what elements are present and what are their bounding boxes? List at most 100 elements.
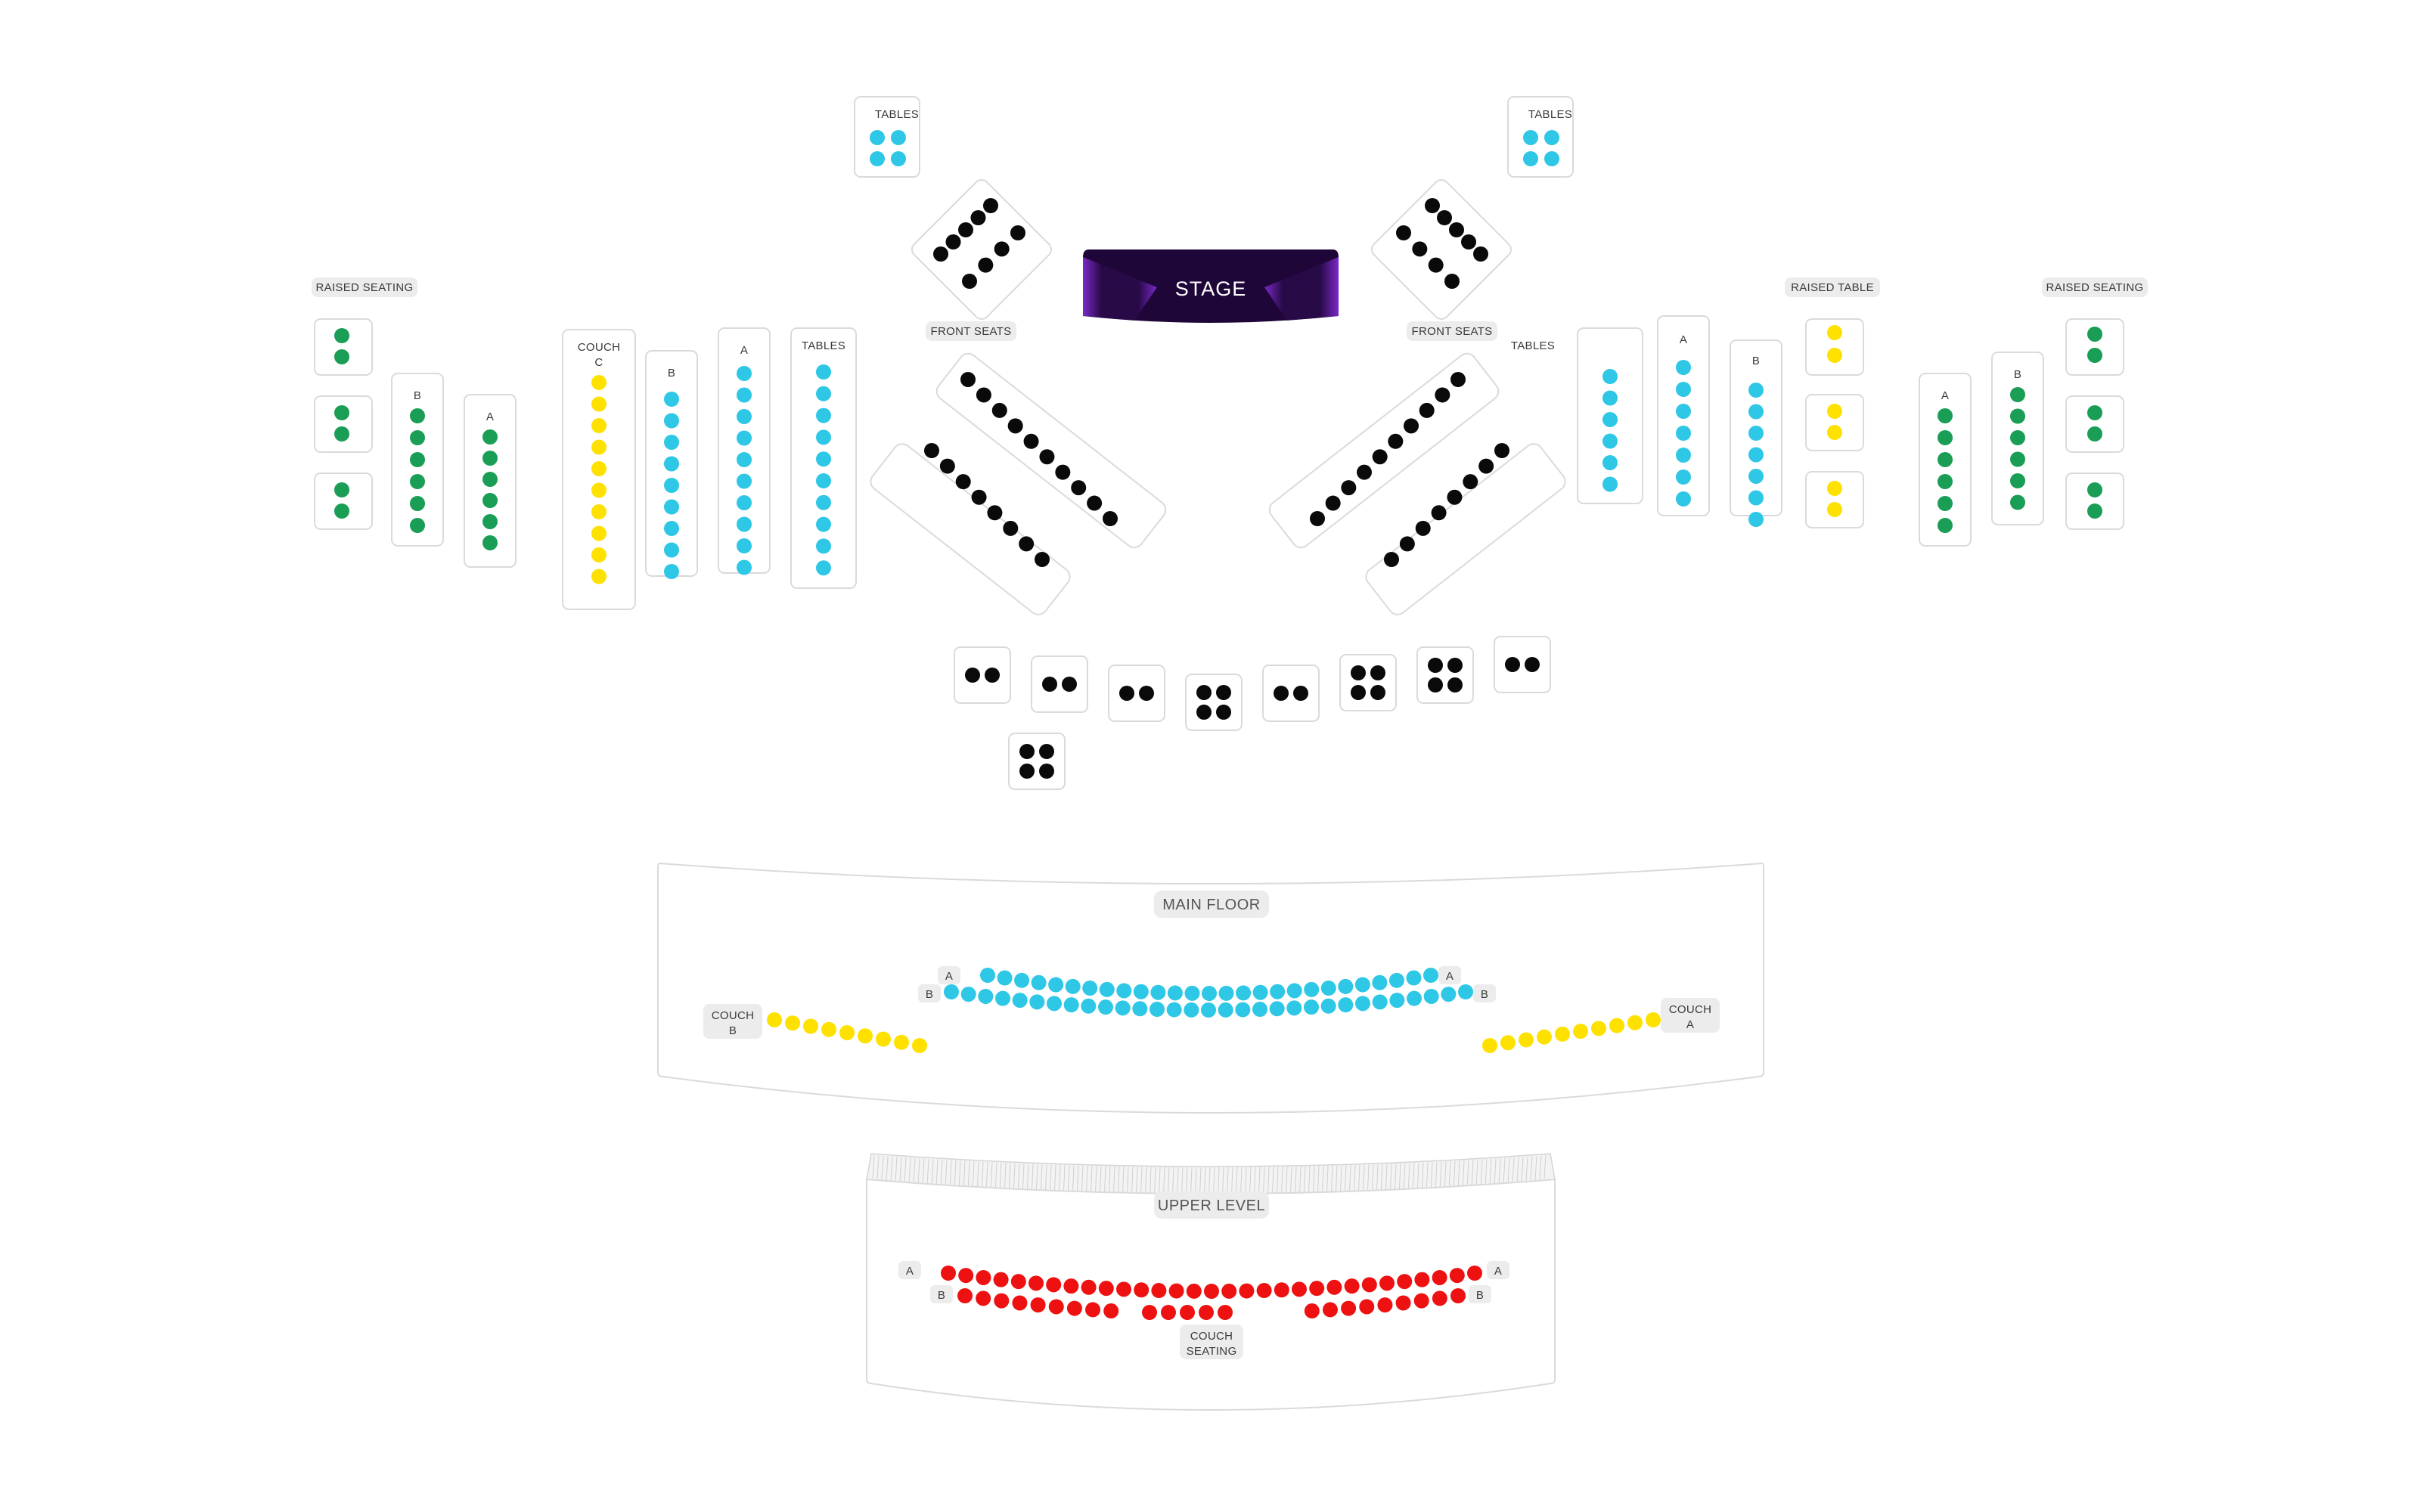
seat[interactable] xyxy=(1748,426,1764,441)
seat[interactable] xyxy=(737,430,752,446)
seat[interactable] xyxy=(1184,985,1200,1001)
seat[interactable] xyxy=(1676,448,1691,463)
seat[interactable] xyxy=(1098,999,1113,1015)
seat[interactable] xyxy=(1482,1038,1497,1053)
seat[interactable] xyxy=(591,418,607,433)
seat[interactable] xyxy=(1458,984,1473,999)
seat[interactable] xyxy=(1256,1283,1272,1299)
seat[interactable] xyxy=(1186,1283,1202,1299)
seat[interactable] xyxy=(1395,1295,1411,1311)
seat[interactable] xyxy=(1103,1303,1119,1319)
seat[interactable] xyxy=(912,1038,927,1053)
seat[interactable] xyxy=(1039,764,1054,779)
seat[interactable] xyxy=(1397,1274,1413,1290)
seat[interactable] xyxy=(976,387,991,403)
seat[interactable] xyxy=(1150,1002,1165,1018)
seat[interactable] xyxy=(1047,996,1062,1012)
seat[interactable] xyxy=(1139,686,1154,701)
seat[interactable] xyxy=(993,1272,1009,1287)
seat[interactable] xyxy=(1676,360,1691,375)
seat[interactable] xyxy=(978,988,994,1004)
seat[interactable] xyxy=(1404,418,1419,434)
seat[interactable] xyxy=(944,984,959,999)
seat[interactable] xyxy=(1099,981,1115,997)
seat[interactable] xyxy=(591,547,607,562)
seat[interactable] xyxy=(2010,451,2025,467)
seat[interactable] xyxy=(334,328,349,343)
seat[interactable] xyxy=(1116,983,1132,999)
seat[interactable] xyxy=(1325,495,1341,511)
seat[interactable] xyxy=(1351,685,1366,700)
seat[interactable] xyxy=(334,482,349,497)
seat[interactable] xyxy=(1748,447,1764,463)
seat[interactable] xyxy=(985,668,1000,683)
seat[interactable] xyxy=(995,990,1010,1006)
seat[interactable] xyxy=(1525,657,1540,672)
seat[interactable] xyxy=(482,429,498,445)
seat[interactable] xyxy=(1201,1002,1216,1018)
seat[interactable] xyxy=(1602,476,1618,492)
seat[interactable] xyxy=(997,970,1013,986)
seat[interactable] xyxy=(970,210,986,225)
seat[interactable] xyxy=(816,494,831,510)
seat[interactable] xyxy=(1065,978,1081,994)
seat[interactable] xyxy=(991,402,1007,418)
seat[interactable] xyxy=(1322,1302,1338,1318)
seat[interactable] xyxy=(1098,1281,1114,1297)
seat[interactable] xyxy=(482,472,498,487)
seat[interactable] xyxy=(591,396,607,412)
seat[interactable] xyxy=(1274,686,1289,701)
seat[interactable] xyxy=(976,1269,991,1285)
seat[interactable] xyxy=(1428,257,1444,273)
seat[interactable] xyxy=(1450,1288,1466,1303)
seat[interactable] xyxy=(1602,455,1618,470)
seat[interactable] xyxy=(1676,491,1691,507)
seat[interactable] xyxy=(1609,1018,1624,1033)
seat[interactable] xyxy=(1473,246,1488,262)
seat[interactable] xyxy=(1676,404,1691,419)
seat[interactable] xyxy=(1023,433,1039,449)
seat[interactable] xyxy=(924,443,939,458)
seat[interactable] xyxy=(958,222,973,237)
seat[interactable] xyxy=(1029,994,1045,1010)
seat[interactable] xyxy=(933,246,948,262)
seat[interactable] xyxy=(1447,489,1463,505)
seat[interactable] xyxy=(1372,449,1388,465)
seat[interactable] xyxy=(1938,496,1953,511)
seat[interactable] xyxy=(410,496,425,511)
seat[interactable] xyxy=(1827,404,1842,419)
seat[interactable] xyxy=(2010,473,2025,488)
seat[interactable] xyxy=(1012,1295,1028,1311)
seat[interactable] xyxy=(1676,426,1691,441)
seat[interactable] xyxy=(1116,1281,1131,1297)
seat[interactable] xyxy=(958,1268,974,1284)
seat[interactable] xyxy=(410,430,425,445)
seat[interactable] xyxy=(939,458,955,474)
seat[interactable] xyxy=(1081,998,1097,1014)
seat[interactable] xyxy=(1827,325,1842,340)
seat[interactable] xyxy=(1161,1305,1176,1320)
seat[interactable] xyxy=(1310,511,1325,526)
seat[interactable] xyxy=(1555,1026,1570,1042)
seat[interactable] xyxy=(976,1290,991,1306)
seat[interactable] xyxy=(1379,1275,1395,1291)
seat[interactable] xyxy=(945,234,961,249)
seat[interactable] xyxy=(803,1018,818,1034)
seat[interactable] xyxy=(1827,348,1842,363)
seat[interactable] xyxy=(1494,443,1509,458)
seat[interactable] xyxy=(591,461,607,476)
seat[interactable] xyxy=(1252,1002,1267,1018)
seat[interactable] xyxy=(1293,686,1308,701)
seat[interactable] xyxy=(983,198,998,213)
seat[interactable] xyxy=(1048,1299,1064,1315)
seat[interactable] xyxy=(1748,512,1764,527)
seat[interactable] xyxy=(1591,1021,1606,1036)
seat[interactable] xyxy=(957,1288,973,1303)
seat[interactable] xyxy=(737,409,752,424)
seat[interactable] xyxy=(737,473,752,489)
seat[interactable] xyxy=(1010,225,1025,240)
seat[interactable] xyxy=(1827,425,1842,440)
seat[interactable] xyxy=(1938,408,1953,423)
seat[interactable] xyxy=(737,538,752,553)
seat[interactable] xyxy=(1428,677,1443,692)
